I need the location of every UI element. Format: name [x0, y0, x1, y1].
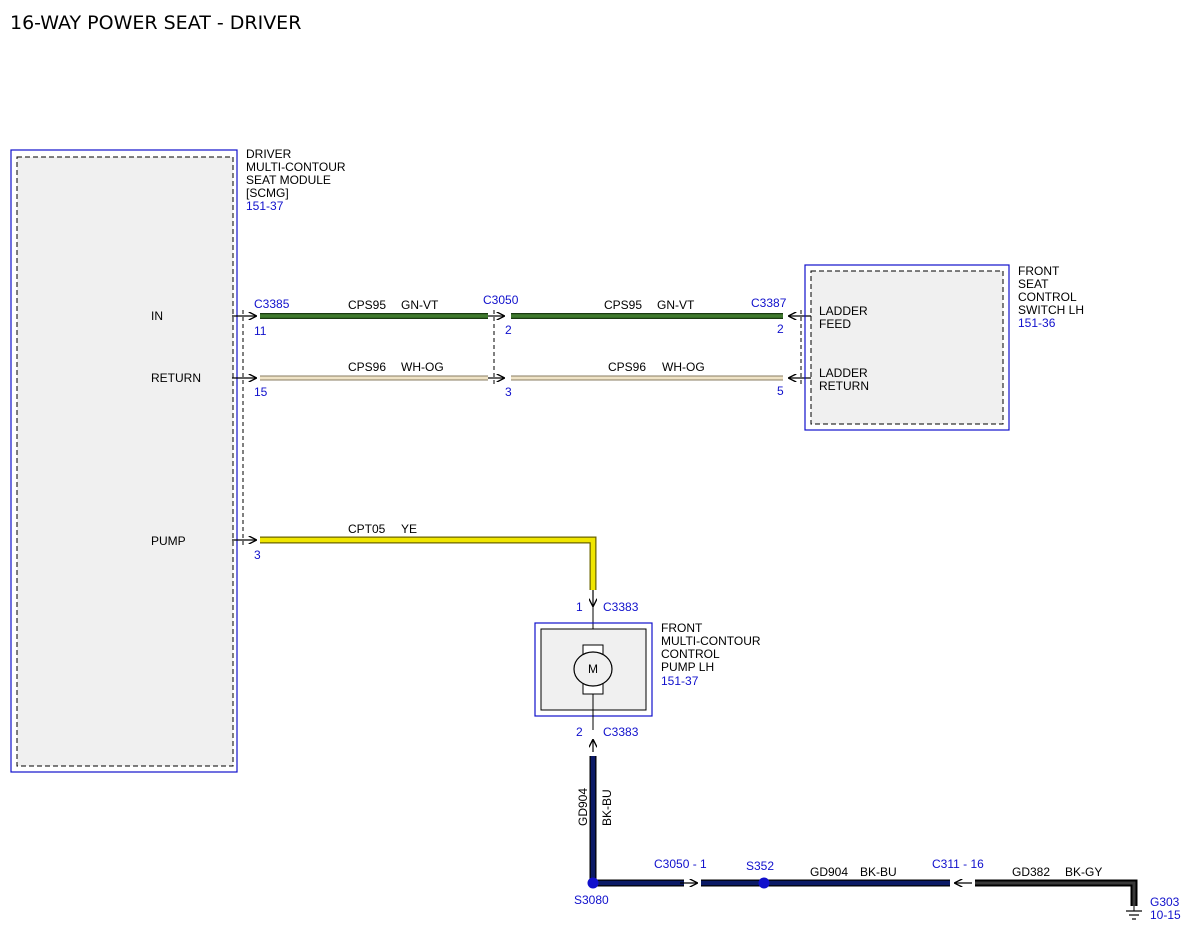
- c3387-label: C3387: [751, 296, 787, 310]
- c3385-label: C3385: [254, 297, 290, 311]
- c3387-pin-5: 5: [777, 384, 784, 398]
- seat-control-switch[interactable]: [804, 264, 1010, 431]
- wire-cps96-left-color: WH-OG: [401, 360, 444, 374]
- svg-text:CONTROL: CONTROL: [1018, 290, 1077, 304]
- switch-ref: 151-36: [1018, 316, 1056, 330]
- wire-cpt05[interactable]: [260, 536, 597, 590]
- pin-label-return: RETURN: [151, 371, 201, 385]
- wire-gd382-circuit: GD382: [1012, 865, 1050, 879]
- svg-text:SEAT MODULE: SEAT MODULE: [246, 173, 331, 187]
- splice-s3080[interactable]: [587, 877, 599, 889]
- c3383-top-label: C3383: [603, 600, 639, 614]
- wire-gd382-color: BK-GY: [1065, 865, 1102, 879]
- c3050-connector[interactable]: [488, 310, 504, 384]
- c3385-pin-15: 15: [254, 385, 268, 399]
- ground-label: G303: [1150, 895, 1180, 909]
- page-title: 16-WAY POWER SEAT - DRIVER: [10, 12, 301, 34]
- switch-pin-ladder-return-1: LADDER: [819, 366, 868, 380]
- wire-gd904-vertical-color: BK-BU: [600, 789, 614, 826]
- splice-s352-label: S352: [746, 859, 774, 873]
- wire-gd904-horizontal-color: BK-BU: [860, 865, 897, 879]
- scmg-module[interactable]: [10, 149, 238, 773]
- wire-cps95-left-color: GN-VT: [401, 298, 439, 312]
- wire-cps96-right-color: WH-OG: [662, 360, 705, 374]
- splice-s352[interactable]: [758, 877, 770, 889]
- motor-icon: [573, 651, 613, 687]
- svg-text:[SCMG]: [SCMG]: [246, 186, 289, 200]
- wire-gd382[interactable]: [975, 879, 1138, 906]
- pin-label-in: IN: [151, 309, 163, 323]
- wire-cps96-left-circuit: CPS96: [348, 360, 386, 374]
- svg-text:MULTI-CONTOUR: MULTI-CONTOUR: [246, 160, 346, 174]
- c3050-pin-3: 3: [505, 385, 512, 399]
- ground-ref: 10-15: [1150, 908, 1181, 922]
- c3383-top-pin: 1: [576, 600, 583, 614]
- c3050-pin-2: 2: [505, 323, 512, 337]
- svg-text:PUMP LH: PUMP LH: [661, 660, 714, 674]
- wire-cps95-left-circuit: CPS95: [348, 298, 386, 312]
- wire-gd904-horizontal-circuit: GD904: [810, 865, 848, 879]
- pin-label-pump: PUMP: [151, 534, 186, 548]
- switch-pin-ladder-feed-2: FEED: [819, 317, 851, 331]
- pump-label: FRONT MULTI-CONTOUR CONTROL PUMP LH 151-…: [661, 621, 761, 688]
- svg-text:DRIVER: DRIVER: [246, 147, 292, 161]
- wire-cps95-right-circuit: CPS95: [604, 298, 642, 312]
- splice-s3080-label: S3080: [574, 893, 609, 907]
- pump-ref: 151-37: [661, 674, 699, 688]
- c3050-label: C3050: [483, 293, 519, 307]
- svg-text:SEAT: SEAT: [1018, 277, 1049, 291]
- motor-label: M: [588, 662, 598, 676]
- c3383-bottom-label: C3383: [603, 725, 639, 739]
- c3385-pin-11: 11: [254, 324, 267, 338]
- wire-gd904-vertical-circuit: GD904: [576, 788, 590, 826]
- switch-pin-ladder-return-2: RETURN: [819, 379, 869, 393]
- c3383-bottom-pin: 2: [576, 725, 583, 739]
- svg-text:FRONT: FRONT: [1018, 264, 1060, 278]
- ground-icon[interactable]: [1126, 906, 1142, 920]
- switch-label: FRONT SEAT CONTROL SWITCH LH 151-36: [1018, 264, 1084, 330]
- wire-cpt05-circuit: CPT05: [348, 522, 386, 536]
- svg-text:CONTROL: CONTROL: [661, 647, 720, 661]
- c311-label: C311 - 16: [932, 857, 984, 871]
- scmg-label: DRIVER MULTI-CONTOUR SEAT MODULE [SCMG] …: [246, 147, 346, 213]
- svg-text:MULTI-CONTOUR: MULTI-CONTOUR: [661, 634, 761, 648]
- switch-pin-ladder-feed-1: LADDER: [819, 304, 868, 318]
- c3387-pin-2: 2: [777, 322, 784, 336]
- scmg-ref: 151-37: [246, 199, 284, 213]
- wire-cps95-right-color: GN-VT: [657, 298, 695, 312]
- wire-cpt05-color: YE: [401, 522, 417, 536]
- c3387-connector[interactable]: [789, 310, 812, 384]
- svg-text:FRONT: FRONT: [661, 621, 703, 635]
- svg-text:SWITCH LH: SWITCH LH: [1018, 303, 1084, 317]
- wire-cps96-right-circuit: CPS96: [608, 360, 646, 374]
- c3385-pin-3: 3: [254, 548, 261, 562]
- c3050-ground-label: C3050 - 1: [654, 857, 707, 871]
